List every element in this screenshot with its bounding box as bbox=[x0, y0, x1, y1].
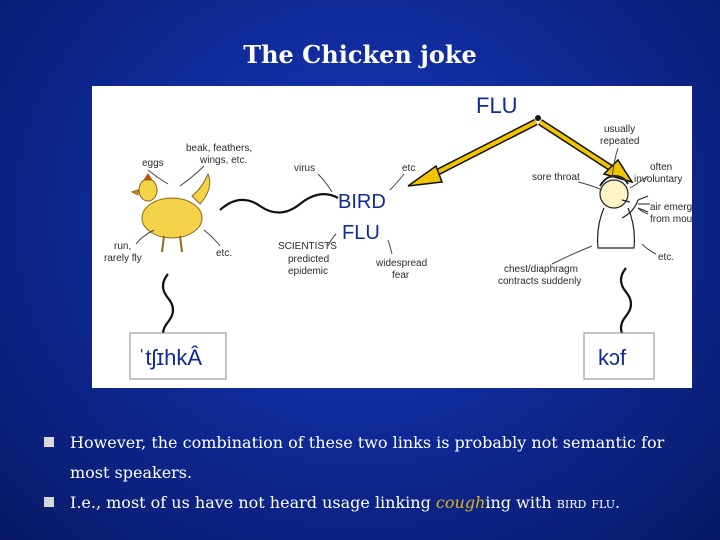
label-sore-throat: sore throat bbox=[532, 172, 580, 183]
bullet-text-2-post: . bbox=[615, 493, 621, 512]
label-predicted: predicted bbox=[288, 254, 329, 265]
chicken-phonetic-box: ˈtʃɪhkÂ bbox=[129, 332, 227, 380]
label-usually: usually bbox=[604, 124, 635, 135]
bird-flu-label-line1: BIRD bbox=[338, 191, 386, 213]
label-chicken-etc: etc. bbox=[216, 248, 232, 259]
label-eggs: eggs bbox=[142, 158, 164, 169]
label-epidemic: epidemic bbox=[288, 266, 328, 277]
label-contracts-suddenly: contracts suddenly bbox=[498, 276, 581, 287]
label-involuntary: involuntary bbox=[634, 174, 682, 185]
chicken-illustration bbox=[130, 172, 211, 253]
bullet-item-2: I.e., most of us have not heard usage li… bbox=[44, 488, 684, 518]
bird-flu-leader-lines bbox=[317, 173, 405, 255]
slide-title: The Chicken joke bbox=[243, 40, 477, 69]
flu-node-label: FLU bbox=[476, 93, 518, 118]
bullet-square-icon bbox=[44, 497, 54, 507]
label-cough-etc: etc. bbox=[658, 252, 674, 263]
bird-flu-label-line2: FLU bbox=[342, 222, 380, 244]
coughing-person-illustration bbox=[597, 174, 650, 249]
chicken-to-bird-flu-link bbox=[219, 193, 339, 214]
bullet-text-2-pre: I.e., most of us have not heard usage li… bbox=[70, 493, 436, 512]
label-from-mouth: from mouth bbox=[650, 214, 692, 225]
cough-phonetic-box: kɔf bbox=[583, 332, 655, 380]
label-rarely-fly: rarely fly bbox=[104, 253, 142, 264]
flu-node-dot bbox=[535, 115, 541, 121]
bullet-square-icon bbox=[44, 437, 54, 447]
flu-to-cough-arrow bbox=[538, 119, 634, 184]
chicken-leader-lines bbox=[135, 165, 221, 247]
label-repeated: repeated bbox=[600, 136, 639, 147]
label-virus: virus bbox=[294, 163, 315, 174]
chicken-phonetic: ˈtʃɪhkÂ bbox=[138, 345, 202, 370]
network-diagram: FLU eggs beak, feathers, wings, etc. run… bbox=[104, 93, 692, 380]
bullet-text-1: However, the combination of these two li… bbox=[70, 433, 665, 482]
label-beak: beak, feathers, bbox=[186, 143, 252, 154]
label-often: often bbox=[650, 162, 672, 173]
cough-phonetic: kɔf bbox=[598, 345, 627, 370]
bullet-item-1: However, the combination of these two li… bbox=[44, 428, 684, 488]
label-bird-flu-etc: etc bbox=[402, 163, 415, 174]
label-fear: fear bbox=[392, 270, 410, 281]
bullet-list: However, the combination of these two li… bbox=[44, 428, 684, 518]
label-air-emerges: air emerges bbox=[650, 202, 692, 213]
label-chest-diaphragm: chest/diaphragm bbox=[504, 264, 578, 275]
label-run: run, bbox=[114, 241, 131, 252]
bullet-text-2-mid: ing with bbox=[485, 493, 557, 512]
label-wings: wings, etc. bbox=[199, 155, 247, 166]
flu-to-bird-flu-arrow bbox=[407, 118, 538, 187]
label-scientists: SCIENTISTS bbox=[278, 241, 337, 252]
cough-leader-lines bbox=[551, 147, 657, 265]
semantic-network-figure: FLU eggs beak, feathers, wings, etc. run… bbox=[92, 86, 692, 388]
label-widespread: widespread bbox=[375, 258, 427, 269]
bullet-text-2-smallcaps: bird flu bbox=[556, 493, 615, 512]
bullet-text-2-emphasis: cough bbox=[435, 493, 486, 512]
